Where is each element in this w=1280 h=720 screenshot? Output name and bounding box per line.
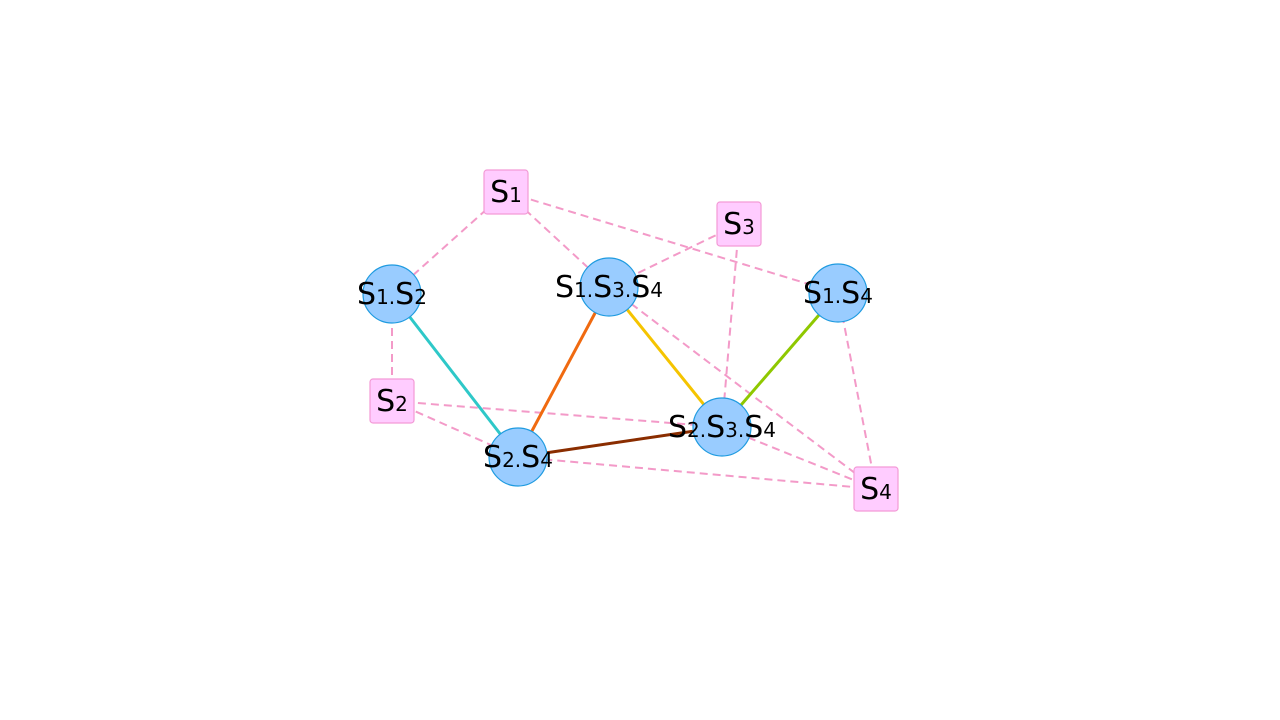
source-node-box (716, 201, 762, 247)
combo-node-s234[interactable]: S2.S3.S4 (668, 397, 776, 457)
source-node-label: S2 (376, 384, 408, 419)
combo-node-s134[interactable]: S1.S3.S4 (555, 257, 663, 317)
combo-node-circle (808, 263, 868, 323)
combo-node-circle (362, 264, 422, 324)
combo-node-circle (579, 257, 639, 317)
dashed-edge-s3-s234 (721, 223, 740, 428)
dashed-edge-s1-s14 (505, 191, 839, 294)
source-node-box (483, 169, 529, 215)
combo-node-label: S1.S3.S4 (555, 270, 663, 305)
dashed-edge-s4-s14 (837, 292, 877, 490)
dashed-edges (391, 191, 877, 490)
solid-edge-s24-s234 (517, 425, 723, 459)
combo-node-s12[interactable]: S1.S2 (357, 264, 427, 324)
dashed-edge-s4-s234 (721, 426, 877, 490)
source-node-s4[interactable]: S4 (853, 466, 899, 512)
dashed-edge-s1-s134 (505, 191, 610, 288)
source-node-label: S4 (860, 472, 892, 507)
solid-edge-s134-s24 (516, 286, 611, 458)
dashed-edge-s4-s134 (608, 286, 877, 490)
combo-node-label: S1.S4 (803, 276, 873, 311)
source-node-s1[interactable]: S1 (483, 169, 529, 215)
combo-node-s24[interactable]: S2.S4 (483, 427, 553, 487)
combo-node-label: S2.S4 (483, 440, 553, 475)
solid-edge-s134-s234 (607, 286, 724, 428)
source-node-label: S1 (490, 175, 522, 210)
source-node-label: S3 (723, 207, 755, 242)
source-node-s3[interactable]: S3 (716, 201, 762, 247)
dashed-edge-s4-s24 (517, 456, 877, 490)
source-node-s2[interactable]: S2 (369, 378, 415, 424)
source-node-box (853, 466, 899, 512)
combo-node-label: S1.S2 (357, 277, 427, 312)
combo-node-circle (488, 427, 548, 487)
combo-node-circle (692, 397, 752, 457)
combo-node-label: S2.S3.S4 (668, 410, 776, 445)
source-node-box (369, 378, 415, 424)
dashed-edge-s2-s24 (391, 400, 519, 458)
dashed-edge-s2-s234 (391, 400, 723, 428)
combo-node-s14[interactable]: S1.S4 (803, 263, 873, 323)
solid-edge-s12-s24 (390, 293, 520, 458)
